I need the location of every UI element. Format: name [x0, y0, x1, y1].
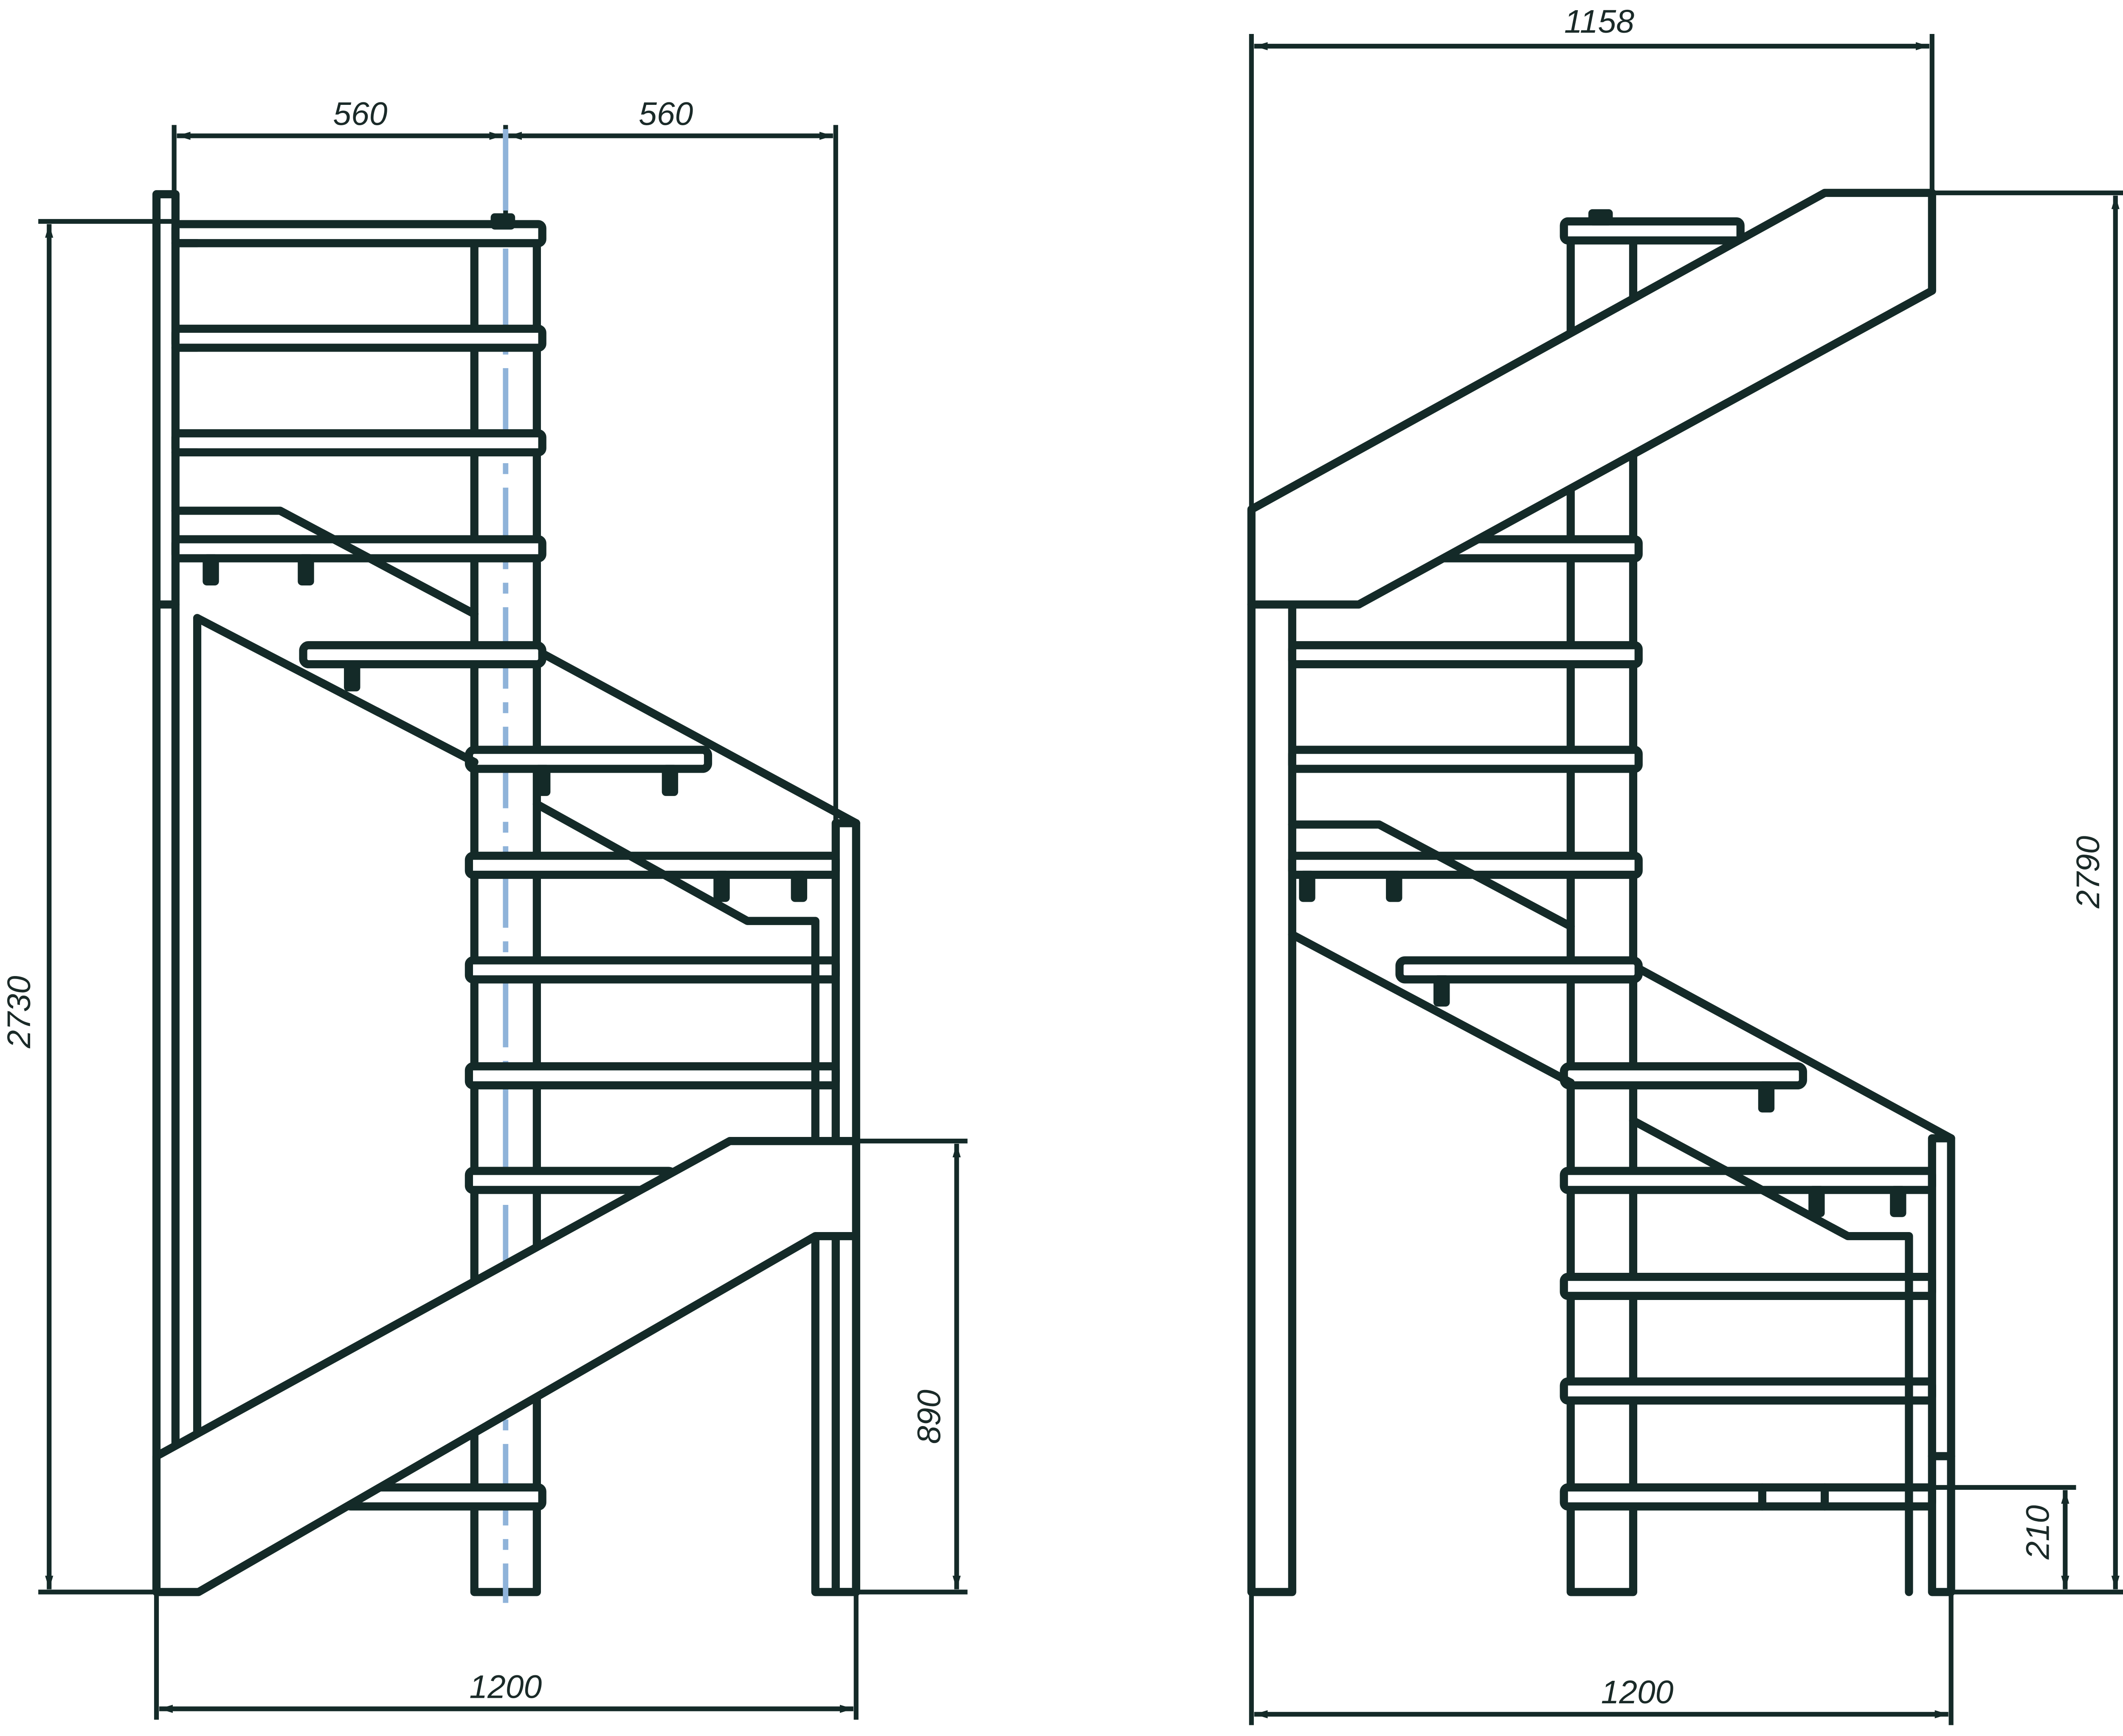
- dim-top-left-560: 560: [333, 96, 387, 132]
- right-stringers: [1288, 820, 1955, 1596]
- left-wall-post: [152, 190, 180, 1596]
- dim-width-1200-right: 1200: [1601, 1674, 1674, 1711]
- left-bolts: [203, 554, 808, 902]
- right-right-post: [1928, 1134, 1955, 1596]
- left-dimensions: 560 560 2730 890 1200: [1, 96, 968, 1720]
- right-view-staircase: 1158 2790 210 1200: [1247, 3, 2123, 1725]
- dim-width-1200-left: 1200: [469, 1668, 542, 1705]
- left-stringers: [193, 506, 860, 1145]
- right-bolts: [1299, 870, 1906, 1217]
- dim-height-2730: 2730: [1, 976, 37, 1049]
- left-view-staircase: 560 560 2730 890 1200: [1, 96, 968, 1720]
- dim-height-2790: 2790: [2070, 836, 2106, 909]
- lower-stringer-beam: [152, 1137, 860, 1596]
- dim-top-1158: 1158: [1564, 3, 1634, 40]
- right-treads: [1288, 209, 1936, 1511]
- upper-stringer-beam: [1247, 189, 1936, 609]
- dim-first-step-210: 210: [2019, 1505, 2056, 1560]
- right-left-post: [1247, 600, 1296, 1596]
- dim-top-right-560: 560: [639, 96, 693, 132]
- dim-landing-890: 890: [911, 1390, 948, 1444]
- right-dimensions: 1158 2790 210 1200: [1249, 3, 2123, 1725]
